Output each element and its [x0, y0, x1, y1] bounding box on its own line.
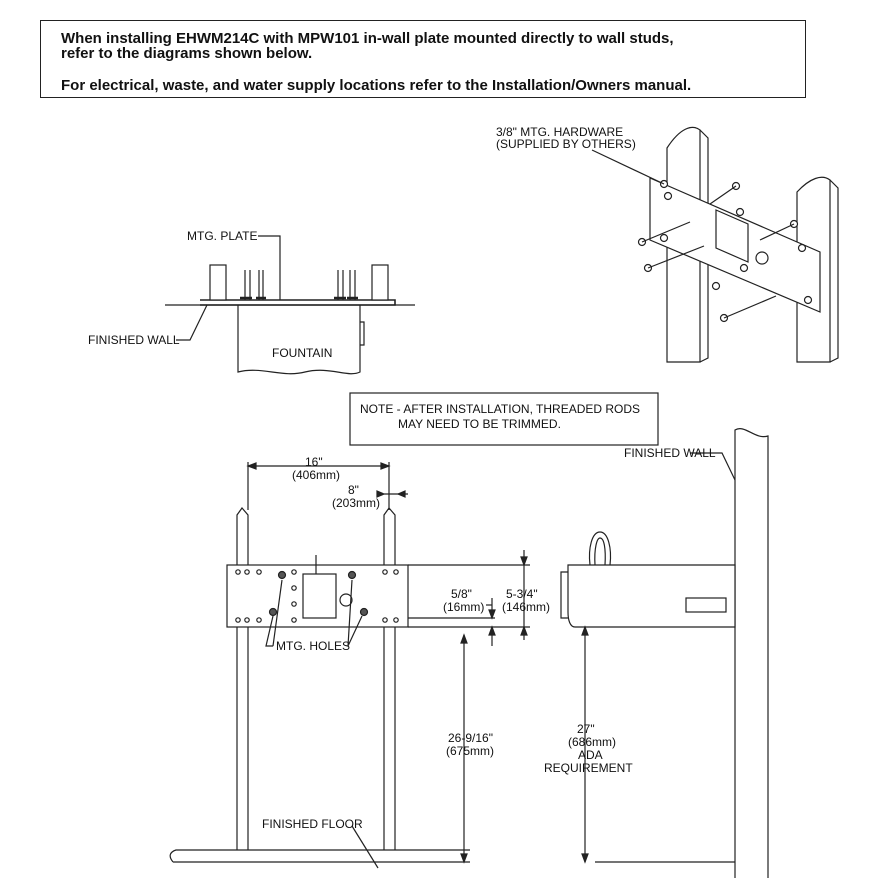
- dim-27-mm-label: (686mm): [568, 735, 616, 749]
- side-view: FINISHED WALL 27" (686mm) ADA REQUIREMEN…: [544, 428, 769, 878]
- fountain-label: FOUNTAIN: [272, 346, 332, 360]
- dim-26-label: 26-9/16": [448, 731, 493, 745]
- note-line-2: MAY NEED TO BE TRIMMED.: [398, 417, 561, 431]
- note-box: NOTE - AFTER INSTALLATION, THREADED RODS…: [349, 392, 659, 446]
- dim-5-8-mm-label: (16mm): [443, 600, 484, 614]
- hardware-label-1: 3/8" MTG. HARDWARE: [496, 125, 623, 139]
- dim-16-label: 16": [305, 455, 323, 469]
- dim-8-mm-label: (203mm): [332, 496, 380, 510]
- header-line-1: When installing EHWM214C with MPW101 in-…: [61, 30, 674, 47]
- mtg-holes-label: MTG. HOLES: [276, 639, 350, 653]
- plan-view: MTG. PLATE FINISHED WALL FOUNTAIN: [88, 229, 415, 375]
- isometric-view: 3/8" MTG. HARDWARE (SUPPLIED BY OTHERS): [496, 125, 839, 363]
- finished-wall-side-label: FINISHED WALL: [624, 446, 716, 460]
- dim-8-label: 8": [348, 483, 359, 497]
- ada-label: ADA: [578, 748, 603, 762]
- dim-27-label: 27": [577, 722, 595, 736]
- header-line-3: For electrical, waste, and water supply …: [61, 77, 692, 94]
- header-box: When installing EHWM214C with MPW101 in-…: [40, 20, 806, 98]
- requirement-label: REQUIREMENT: [544, 761, 633, 775]
- hardware-label-2: (SUPPLIED BY OTHERS): [496, 137, 636, 151]
- dim-5-3-4-label: 5-3/4": [506, 587, 538, 601]
- note-line-1: NOTE - AFTER INSTALLATION, THREADED RODS: [360, 402, 640, 416]
- header-line-2: refer to the diagrams shown below.: [61, 45, 313, 62]
- dim-16-mm-label: (406mm): [292, 468, 340, 482]
- dim-5-3-4-mm-label: (146mm): [502, 600, 550, 614]
- finished-wall-top-label: FINISHED WALL: [88, 333, 180, 347]
- dim-5-8-label: 5/8": [451, 587, 472, 601]
- mtg-plate-label: MTG. PLATE: [187, 229, 257, 243]
- front-view: 16" (406mm) 8" (203mm) 5/8" (16mm) 5-3/4…: [169, 455, 550, 869]
- finished-floor-label: FINISHED FLOOR: [262, 817, 363, 831]
- dim-26-mm-label: (675mm): [446, 744, 494, 758]
